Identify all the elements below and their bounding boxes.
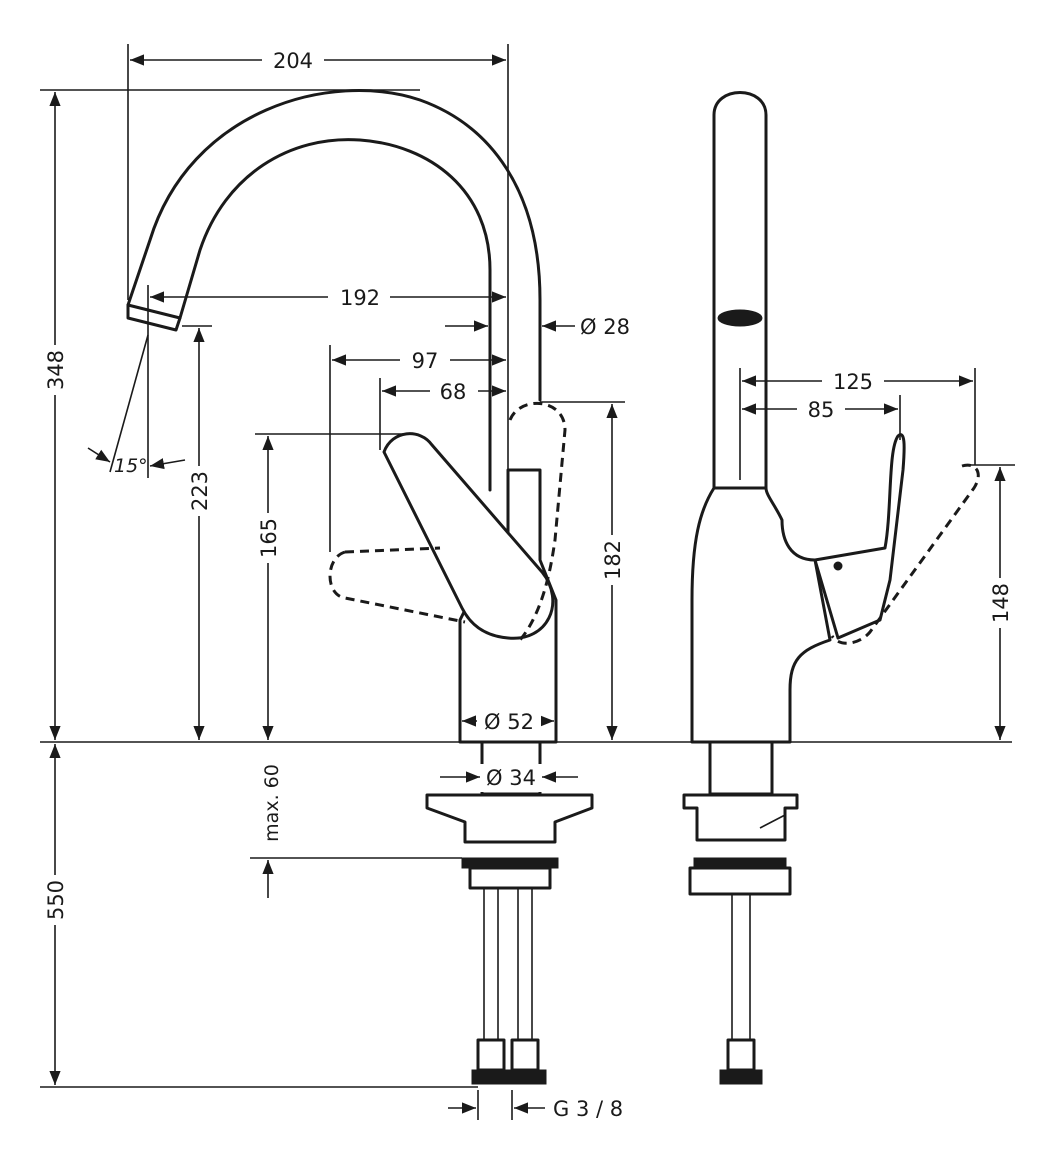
- front-nut-2: [468, 866, 552, 890]
- front-spout: [126, 89, 542, 492]
- dimension-lines: [40, 44, 1015, 1120]
- dim-348: 348: [44, 350, 68, 390]
- dim-192: 192: [340, 286, 380, 310]
- dim-shank-diameter: Ø 34: [486, 766, 536, 790]
- side-spout: [712, 91, 768, 490]
- dim-223: 223: [188, 471, 212, 511]
- dim-spout-diameter: Ø 28: [580, 315, 630, 339]
- front-lever-dashed-up: [508, 401, 567, 641]
- dim-g38: G 3 / 8: [553, 1097, 623, 1121]
- front-mount-plate: [425, 793, 594, 844]
- dim-125: 125: [833, 370, 873, 394]
- dim-15-deg: 15°: [114, 455, 148, 477]
- front-lever-dashed-side: [328, 546, 466, 624]
- front-hose-fitting-left: [476, 1038, 506, 1072]
- dim-85: 85: [808, 398, 835, 422]
- side-lever: [813, 433, 906, 640]
- dim-97: 97: [412, 349, 439, 373]
- side-aerator: [717, 309, 763, 327]
- dim-max-60: max. 60: [261, 764, 283, 842]
- dim-204: 204: [273, 49, 313, 73]
- front-aerator: [126, 303, 182, 332]
- dimension-labels: 204 348 192 Ø 28 97 68 15° 223 165 182 Ø…: [41, 46, 1015, 1121]
- side-mount-plate: [682, 793, 799, 842]
- dim-165: 165: [257, 518, 281, 558]
- side-lever-dashed: [830, 463, 980, 645]
- front-hose-fitting-right: [510, 1038, 540, 1072]
- side-body: [690, 486, 832, 744]
- dim-base-diameter: Ø 52: [484, 710, 534, 734]
- side-view: [682, 91, 980, 1085]
- dim-68: 68: [440, 380, 467, 404]
- dim-550: 550: [44, 880, 68, 920]
- front-lever: [382, 432, 555, 640]
- dim-148: 148: [989, 583, 1013, 623]
- dim-182: 182: [601, 540, 625, 580]
- front-view: [126, 89, 594, 1085]
